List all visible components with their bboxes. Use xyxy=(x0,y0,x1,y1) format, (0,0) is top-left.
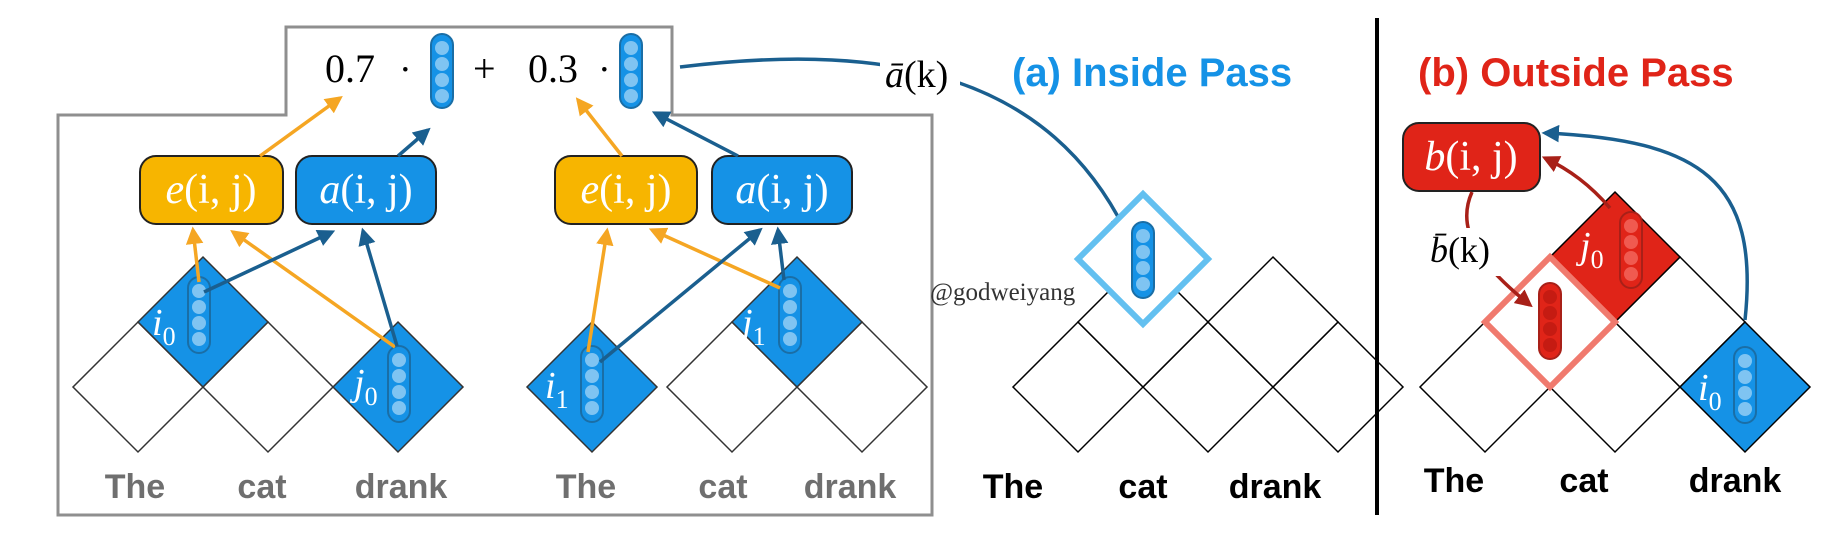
vector-cell-j0-left xyxy=(387,345,411,423)
vector-cell-outside-red xyxy=(1538,282,1562,360)
a-node-left-text: a(i, j) xyxy=(319,167,412,213)
inside-pass-title: (a) Inside Pass xyxy=(1012,51,1292,95)
e-node-right-text: e(i, j) xyxy=(581,167,672,213)
e-node-left-text: e(i, j) xyxy=(166,167,257,213)
word-drank-inside: drank xyxy=(1229,468,1322,506)
word-cat-left-group: cat xyxy=(237,468,286,506)
word-the-left-group: The xyxy=(105,468,165,506)
vector-cell-i0-outside xyxy=(1733,346,1757,424)
word-the-right-group: The xyxy=(556,468,616,506)
a-node-right xyxy=(711,155,853,225)
left-group-arrows xyxy=(185,95,431,349)
a-node-right-text: a(i, j) xyxy=(735,167,828,213)
label-i1-right: i1 xyxy=(545,365,569,414)
equation-dot2: · xyxy=(598,49,611,91)
vector-cell-inside xyxy=(1131,221,1155,299)
b-node-text: b(i, j) xyxy=(1424,134,1517,180)
word-drank-right-group: drank xyxy=(804,468,897,506)
vector-cell-j0-outside xyxy=(1619,211,1643,289)
watermark: @godweiyang xyxy=(930,279,1076,306)
bbar-label-bg xyxy=(1425,228,1509,276)
highlight-cell-outside xyxy=(1480,252,1620,392)
word-cat-inside: cat xyxy=(1118,468,1167,506)
right-group-arrows xyxy=(575,97,789,364)
equation-plus: + xyxy=(473,46,496,91)
label-i0-left: i0 xyxy=(152,302,176,351)
e-node-left xyxy=(139,155,284,225)
equation-dot1: · xyxy=(399,49,412,91)
outside-pass-title: (b) Outside Pass xyxy=(1418,51,1734,95)
abar-label-bg xyxy=(880,52,960,100)
equation-coef1: 0.7 xyxy=(325,46,375,91)
vector-cell-i1-right xyxy=(580,345,604,423)
b-node xyxy=(1402,122,1541,192)
word-cat-right-group: cat xyxy=(698,468,747,506)
word-the-inside: The xyxy=(983,468,1043,506)
e-node-right xyxy=(554,155,698,225)
word-cat-outside: cat xyxy=(1559,462,1608,500)
bbar-label: b̄(k) xyxy=(1430,230,1490,270)
vector-cell-j1-right xyxy=(778,276,802,354)
word-drank-outside: drank xyxy=(1689,462,1782,500)
word-drank-left-group: drank xyxy=(355,468,448,506)
a-node-left xyxy=(295,155,437,225)
vector-cell-i0-left xyxy=(187,276,211,354)
abar-label: ā(k) xyxy=(885,54,948,96)
vector-cell-a-left xyxy=(430,33,454,109)
vector-cell-a-right xyxy=(619,33,643,109)
word-the-outside: The xyxy=(1424,462,1484,500)
equation-coef2: 0.3 xyxy=(528,46,578,91)
left-panel-frame xyxy=(56,25,934,517)
label-i0-outside: i0 xyxy=(1698,367,1722,416)
